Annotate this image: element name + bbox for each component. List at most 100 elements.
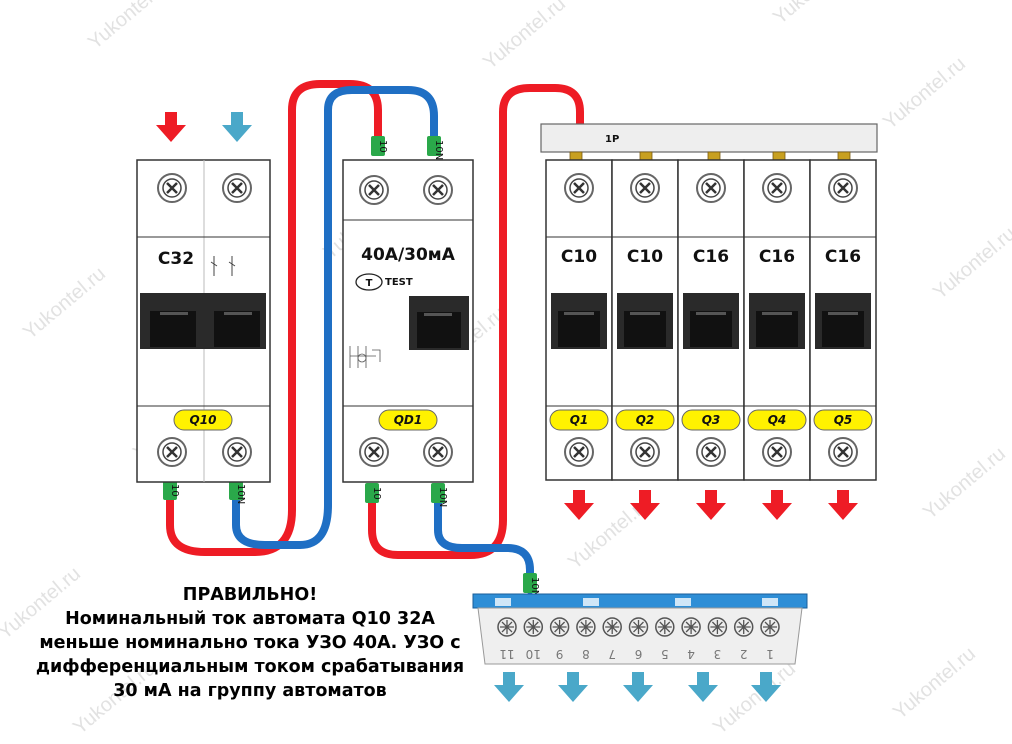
group-breaker-tag-label: Q1 xyxy=(570,413,589,427)
bus-terminal-number: 3 xyxy=(714,647,722,661)
rcd-tag xyxy=(378,409,438,431)
group-breaker-rating: C10 xyxy=(561,247,597,267)
bus-screw-icon xyxy=(497,617,517,637)
bus-terminal-number: 6 xyxy=(635,647,643,661)
neutral-out-arrow-icon xyxy=(558,672,588,702)
caption-line-1: ПРАВИЛЬНО! xyxy=(182,585,318,605)
group-breaker-rating: C16 xyxy=(825,247,861,267)
group-breaker-tag-label: Q5 xyxy=(834,413,853,427)
breaker-symbol-icon xyxy=(210,256,236,276)
wire-marker xyxy=(427,136,441,156)
test-label: TEST xyxy=(385,277,413,288)
wire-marker-label: 10N xyxy=(529,577,540,597)
wire-marker xyxy=(523,573,537,593)
watermark: Yukontel.ru xyxy=(709,658,800,739)
busbar-label: 1P xyxy=(605,134,619,145)
caption-line-2: Номинальный ток автомата Q10 32А xyxy=(65,609,435,629)
watermark: Yukontel.ru xyxy=(889,643,980,724)
phase-busbar: 1P xyxy=(540,123,878,161)
watermark: Yukontel.ru xyxy=(919,443,1010,524)
wire-marker-label: 10 xyxy=(377,140,388,153)
wire-marker xyxy=(371,136,385,156)
wire-marker-label: 10N xyxy=(437,487,448,507)
group-breaker-rating: C10 xyxy=(627,247,663,267)
main-breaker-q10: C32 Q10 xyxy=(136,159,271,483)
watermark: Yukontel.ru xyxy=(479,0,570,74)
caption-line-3: меньше номинально тока УЗО 40А. УЗО с xyxy=(39,633,461,653)
wires xyxy=(166,80,584,594)
bus-screw-icon xyxy=(523,617,544,637)
bus-screw-icon xyxy=(576,617,596,637)
screw-icon xyxy=(629,436,661,468)
screw-icon xyxy=(422,436,454,468)
group-breaker-tag xyxy=(813,409,873,431)
wire-marker xyxy=(365,483,379,503)
neutral-out-arrow-icon xyxy=(623,672,653,702)
bus-terminal-number: 10 xyxy=(526,647,541,661)
wire-markers: 10 10N 10 10N 10 10N 10N xyxy=(163,136,540,597)
screw-icon xyxy=(695,436,727,468)
group-breaker-tag xyxy=(549,409,609,431)
group-breaker-tag xyxy=(615,409,675,431)
neutral-bus-screws xyxy=(497,617,780,637)
rcd-schematic-icon xyxy=(349,346,381,368)
watermark: Yukontel.ru xyxy=(879,53,970,134)
bus-screw-icon xyxy=(760,617,780,637)
screw-icon xyxy=(563,436,595,468)
rcd-tag-label: QD1 xyxy=(394,413,423,427)
bus-terminal-number: 4 xyxy=(687,647,695,661)
neutral-wire-rcd-to-bus xyxy=(434,494,534,594)
screw-icon xyxy=(827,172,859,204)
bus-screw-icon xyxy=(681,617,701,637)
bus-screw-icon xyxy=(707,617,728,637)
bus-screw-icon xyxy=(733,617,754,637)
bus-screw-icon xyxy=(628,617,649,637)
bus-screw-icon xyxy=(549,617,570,637)
wire-marker xyxy=(431,483,445,503)
caption: ПРАВИЛЬНО! Номинальный ток автомата Q10 … xyxy=(10,583,490,703)
group-breaker-tag-label: Q2 xyxy=(636,413,655,427)
rcd-qd1: 40A/30мА T TEST QD1 xyxy=(342,159,474,483)
bus-terminal-number: 1 xyxy=(766,647,774,661)
screw-icon xyxy=(761,172,793,204)
screw-icon xyxy=(827,436,859,468)
bus-terminal-number: 11 xyxy=(499,647,514,661)
screw-icon xyxy=(422,174,454,206)
bus-terminal-number: 2 xyxy=(740,647,748,661)
phase-out-arrow-icon xyxy=(696,490,726,520)
wire-marker-label: 10 xyxy=(371,487,382,500)
screw-icon xyxy=(358,174,390,206)
group-breaker-tag xyxy=(747,409,807,431)
screw-icon xyxy=(156,436,188,468)
group-breaker-tag-label: Q4 xyxy=(768,413,787,427)
wire-marker-label: 10N xyxy=(235,484,246,504)
screw-icon xyxy=(629,172,661,204)
group-breaker-tag xyxy=(681,409,741,431)
neutral-out-arrow-icon xyxy=(688,672,718,702)
main-breaker-tag xyxy=(173,409,233,431)
screw-icon xyxy=(761,436,793,468)
screw-icon xyxy=(221,172,253,204)
wire-marker-label: 10 xyxy=(169,484,180,497)
watermark: Yukontel.ru xyxy=(769,0,860,29)
bus-screw-icon xyxy=(655,617,675,637)
bus-terminal-number: 7 xyxy=(608,647,616,661)
bus-terminal-number: 5 xyxy=(661,647,669,661)
phase-out-arrow-icon xyxy=(762,490,792,520)
screw-icon xyxy=(563,172,595,204)
main-breaker-tag-label: Q10 xyxy=(190,413,217,427)
phase-in-arrow-icon xyxy=(156,112,186,142)
group-breaker-rating: C16 xyxy=(759,247,795,267)
watermark: Yukontel.ru xyxy=(929,223,1012,304)
bus-terminal-number: 9 xyxy=(556,647,564,661)
watermark: Yukontel.ru xyxy=(19,263,110,344)
